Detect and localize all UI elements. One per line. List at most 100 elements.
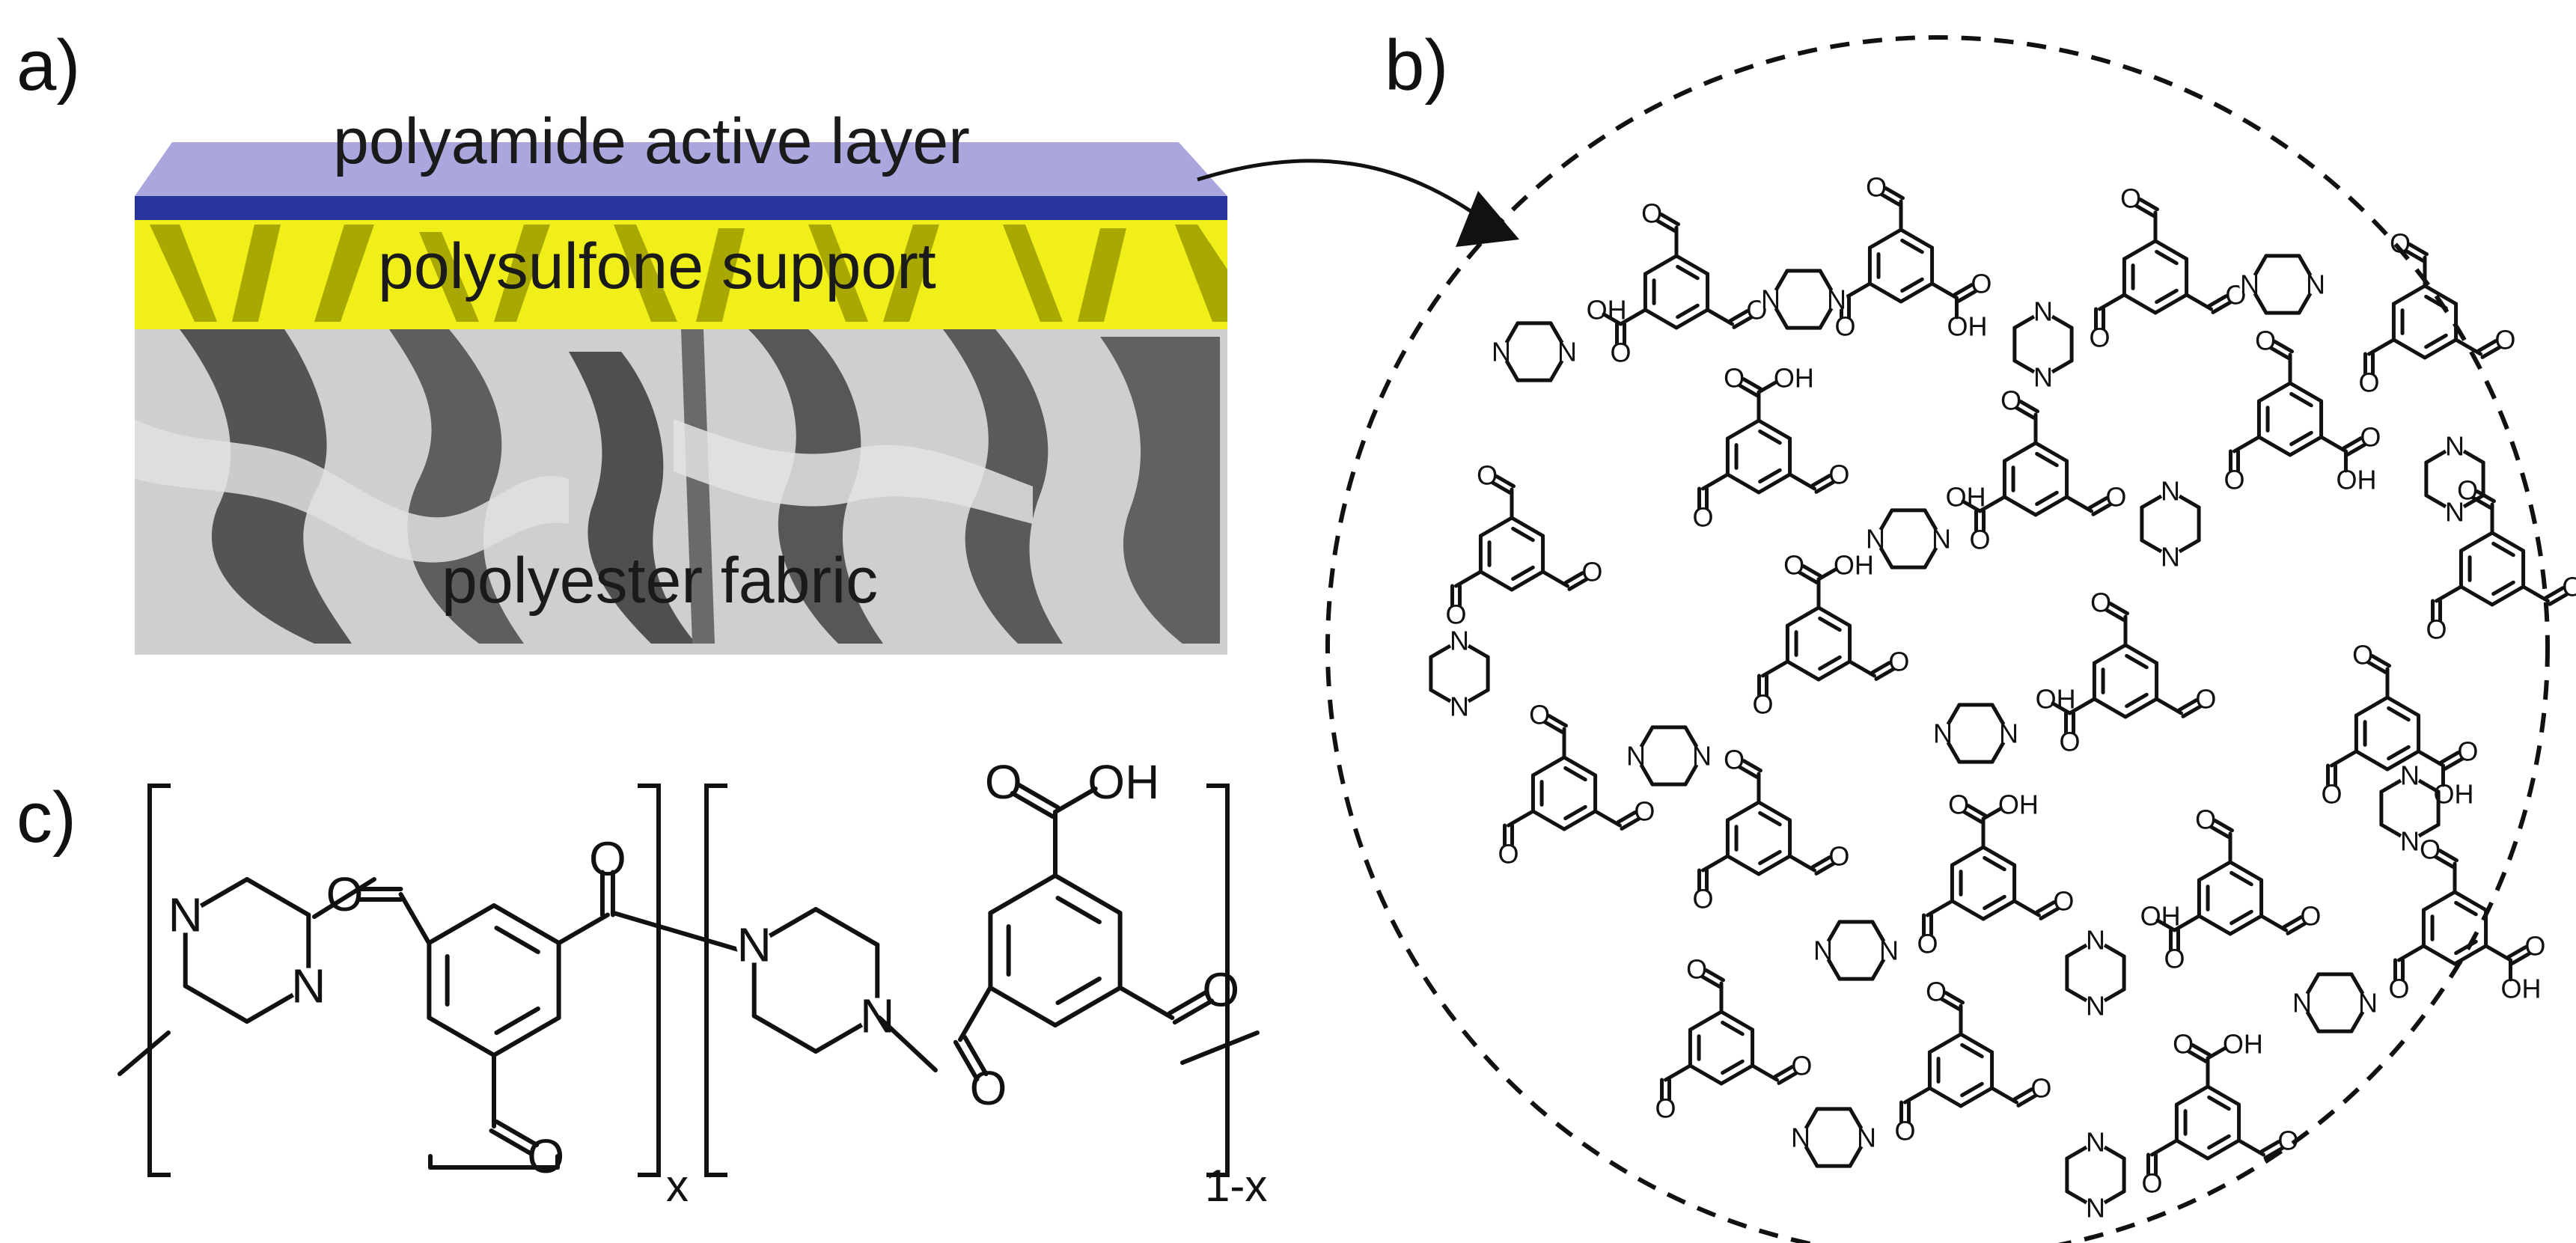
bond-line <box>1055 977 1102 1005</box>
bond-line <box>2035 490 2059 507</box>
bond-line <box>1758 810 1782 827</box>
bond-line <box>1751 1063 1779 1082</box>
atom-label: N <box>2240 269 2259 300</box>
benzene-ring <box>1927 1032 1994 1108</box>
bond-line <box>2018 400 2039 414</box>
bond-line <box>2385 749 2421 772</box>
atom-background <box>1865 528 1886 549</box>
benzene-ring <box>2256 381 2324 457</box>
bond-line <box>1758 849 1782 866</box>
bond-line <box>1756 418 1792 441</box>
bond-line <box>1950 845 1986 867</box>
bond-line <box>2207 1095 2231 1111</box>
atom-label: O <box>1611 338 1632 368</box>
bond-line <box>427 1016 496 1057</box>
atom-background <box>1449 696 1470 717</box>
piperazine-ring: NN <box>2239 254 2326 315</box>
bond-line <box>2408 242 2429 257</box>
bond-line <box>814 907 880 947</box>
bond-line <box>2197 860 2232 882</box>
piperazine-ring: NN <box>2065 925 2126 1021</box>
bond-line <box>1616 810 1637 825</box>
atom-label: N <box>1933 718 1953 749</box>
bond-line <box>1704 968 1725 983</box>
bond-line <box>1884 186 1905 201</box>
bond-line <box>2490 531 2526 553</box>
bond-line <box>2229 909 2253 926</box>
atom-background <box>2033 301 2054 322</box>
benzene-ring <box>1867 227 1935 304</box>
bond-line <box>1959 1032 1994 1054</box>
bond-line <box>751 1013 818 1054</box>
bond-line <box>2105 608 2125 622</box>
bond-line <box>2150 1138 2179 1157</box>
bond-line <box>1053 986 1123 1027</box>
bond-line <box>1956 289 1977 303</box>
bond-line <box>2012 1087 2033 1102</box>
bond-line <box>2092 697 2128 719</box>
atom-label: N <box>2086 991 2105 1021</box>
atom-label: O <box>2195 804 2216 835</box>
bond-line <box>2122 293 2158 315</box>
atom-label: O <box>2164 944 2185 974</box>
benzene-ring <box>1643 254 1710 330</box>
bond-line <box>1981 899 2017 921</box>
atom-label: O <box>2000 385 2021 416</box>
bond-line <box>2035 900 2056 914</box>
bond-line <box>1172 998 1215 1025</box>
bond-line <box>1899 281 1935 304</box>
bond-line <box>1756 854 1792 876</box>
atom-label: O <box>2030 1073 2051 1104</box>
atom-background <box>2085 995 2106 1016</box>
bond-line <box>958 986 992 1042</box>
bond-line <box>1053 787 1098 814</box>
bond-line <box>1700 974 1721 989</box>
atom-label: N <box>2086 925 2105 956</box>
piperazine-ring: NN <box>2292 972 2378 1033</box>
polyester-fabric-layer <box>135 322 1227 655</box>
bond-line <box>1983 855 2006 872</box>
benzene-ring <box>2421 890 2488 966</box>
bond-line <box>2354 749 2390 772</box>
benzene-ring <box>2197 860 2264 936</box>
bond-line <box>1719 1063 1755 1086</box>
atom-label: O <box>1970 525 1991 555</box>
bond-line <box>1756 800 1792 822</box>
bond-line <box>1541 569 1569 588</box>
bond-line <box>1674 254 1710 276</box>
atom-label: O <box>2300 901 2321 932</box>
atom-label: N <box>2445 431 2464 462</box>
polyester-fabric-label: polyester fabric <box>442 545 878 617</box>
repeat-unit-bracket-left <box>147 784 171 1177</box>
bond-line <box>1978 495 2006 513</box>
bond-line <box>2330 749 2358 768</box>
bond-line <box>1738 765 1759 779</box>
bond-line <box>2342 436 2363 451</box>
bond-line <box>1701 472 1730 491</box>
atom-label: O <box>1641 198 1662 229</box>
atom-label: O <box>2360 422 2381 453</box>
atom-label: N <box>2445 497 2464 528</box>
atom-label: N <box>1866 524 1885 555</box>
atom-label: O <box>1835 311 1856 342</box>
atom-label: N <box>2161 542 2180 572</box>
bond-line <box>2033 441 2069 463</box>
bond-line <box>2015 406 2036 420</box>
bond-line <box>2397 944 2426 962</box>
bond-line <box>2288 381 2324 403</box>
bond-line <box>2087 496 2108 510</box>
atom-label: OH <box>1947 311 1987 342</box>
atom-label: OH <box>2140 901 2181 932</box>
bond-line <box>492 1016 561 1057</box>
atom-label: O <box>2389 974 2410 1004</box>
bond-line <box>1053 873 1123 915</box>
bond-line <box>2213 819 2234 833</box>
bond-line <box>1491 480 1512 495</box>
atom-label: O <box>1529 700 1550 730</box>
piperazine-ring: NN <box>2424 431 2485 528</box>
bond-line <box>2108 602 2129 616</box>
atom-label: N <box>1492 337 1511 367</box>
bond-line <box>2174 1084 2210 1107</box>
atom-background <box>2399 831 2420 852</box>
